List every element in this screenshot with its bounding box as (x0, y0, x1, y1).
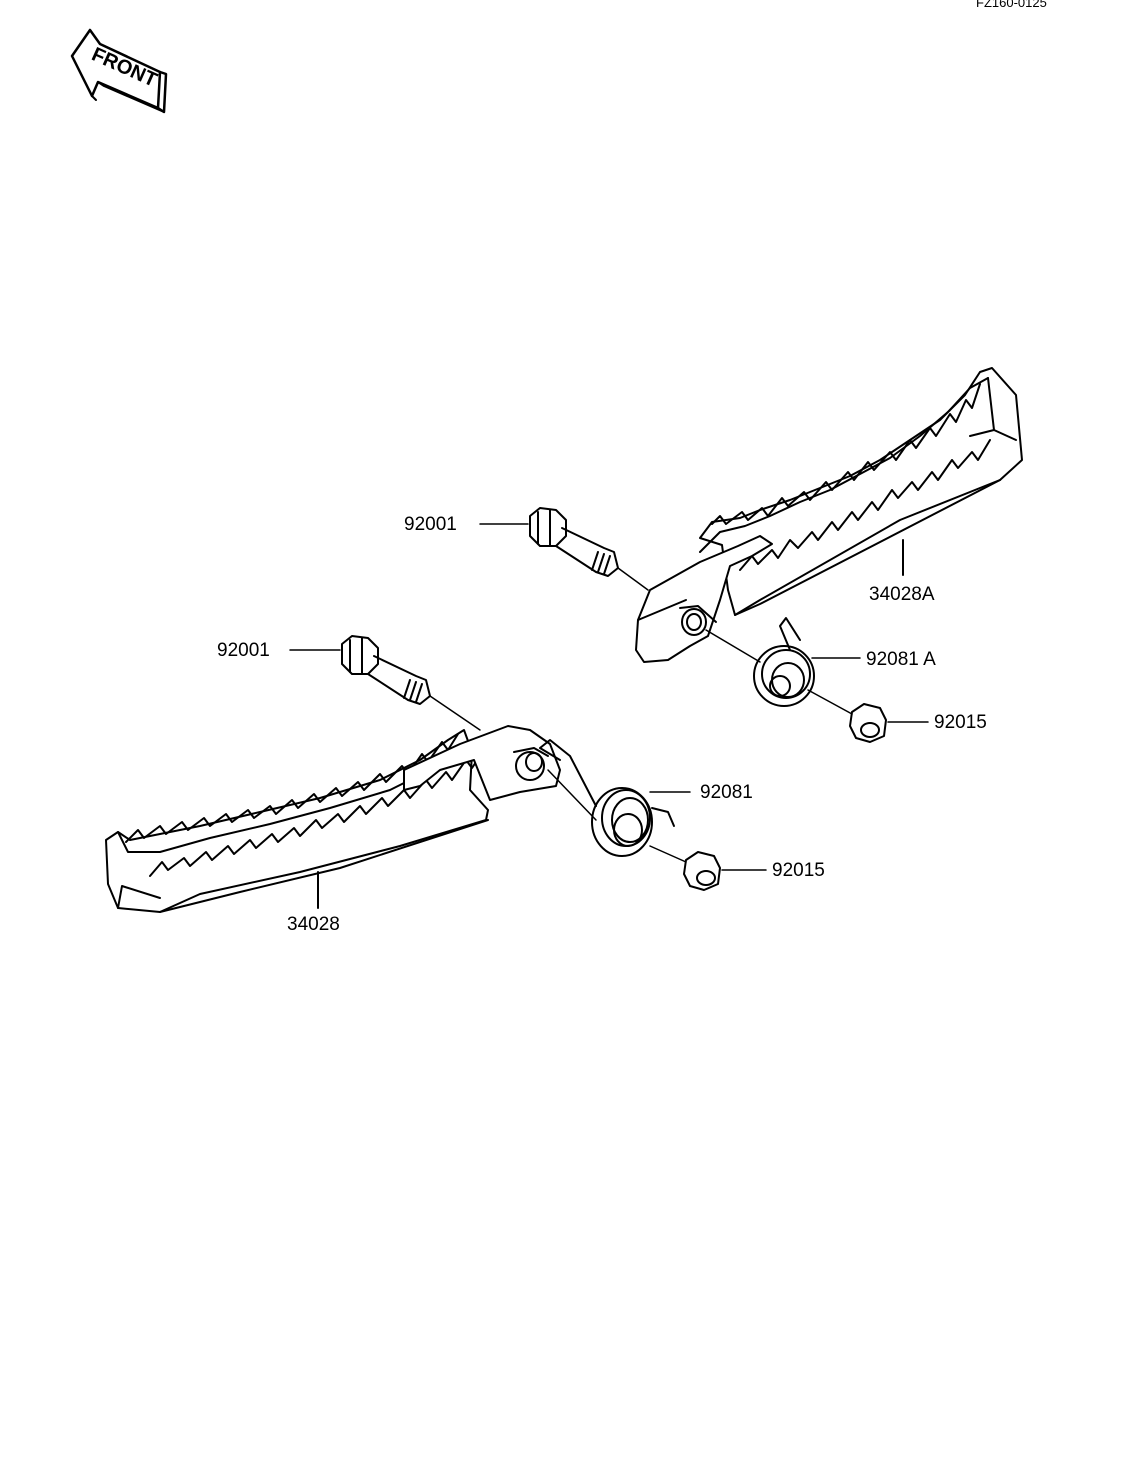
bolt-lower-drawing (290, 636, 480, 730)
callout-footpeg-right: 34028A (869, 584, 935, 605)
spring-left-drawing (540, 740, 690, 856)
callout-footpeg-left: 34028 (287, 914, 340, 935)
front-arrow-icon: FRONT (72, 30, 166, 112)
callout-collar-left: 92015 (772, 860, 825, 881)
callout-spring-left: 92081 (700, 782, 753, 803)
bolt-upper-drawing (480, 508, 648, 590)
collar-right-drawing (808, 690, 928, 742)
callout-spring-right: 92081 A (866, 649, 936, 670)
callout-collar-right: 92015 (934, 712, 987, 733)
footpeg-left-drawing (106, 726, 560, 912)
callout-bolt-upper: 92001 (404, 514, 457, 535)
callout-bolt-lower: 92001 (217, 640, 270, 661)
spring-right-drawing (706, 618, 860, 706)
footpeg-right-drawing (636, 368, 1022, 662)
collar-left-drawing (650, 846, 766, 890)
drawing-code: FZ160-0125 (976, 0, 1047, 10)
